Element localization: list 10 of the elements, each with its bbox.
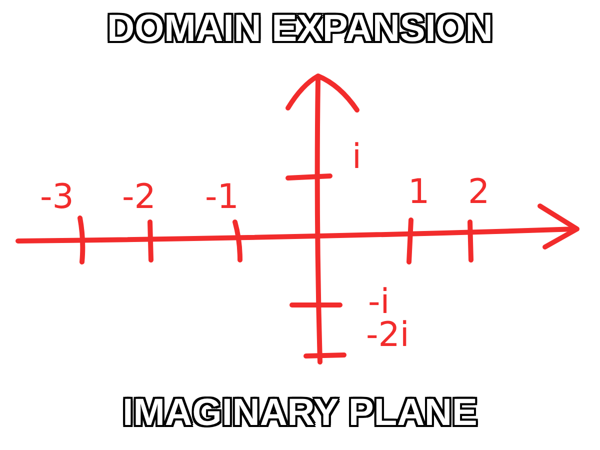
axis-label: -2i xyxy=(366,318,410,352)
axis-label: -1 xyxy=(205,180,239,214)
meme-caption: IMAGINARY PLANE xyxy=(122,392,478,435)
axis-label: 1 xyxy=(408,175,430,209)
axis-label: i xyxy=(352,140,362,174)
axis-label: -i xyxy=(368,285,390,319)
axis-label: -3 xyxy=(40,180,74,214)
axis-label: -2 xyxy=(122,180,156,214)
meme-title: DOMAIN EXPANSION xyxy=(107,8,493,51)
axis-label: 2 xyxy=(468,175,490,209)
